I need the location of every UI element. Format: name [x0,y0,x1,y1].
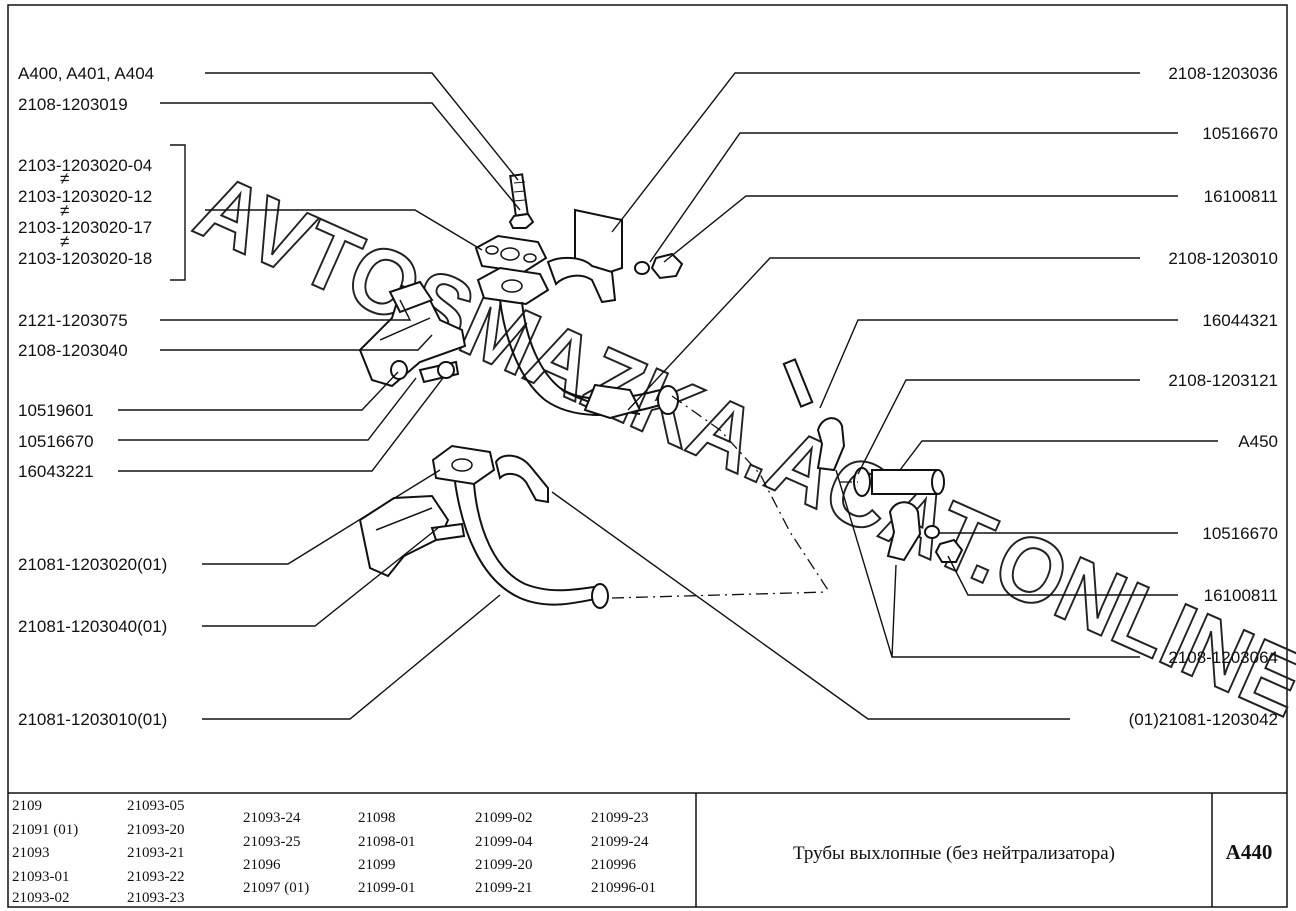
model-cell: 21099-21 [475,880,533,896]
model-cell: 210996 [591,857,637,873]
model-cell: 21093-22 [127,869,185,885]
model-cell: 21099-02 [475,810,533,826]
leader-lines [118,72,1218,720]
label-a400-a401-a404: A400, A401, A404 [18,64,154,83]
model-cell: 21099-20 [475,857,533,873]
neq-sign-1: ≠ [60,169,69,188]
diagram-title: Трубы выхлопные (без нейтрализатора) [793,843,1115,864]
label-10516670-right-top: 10516670 [1202,124,1278,143]
model-cell: 21093-20 [127,822,185,838]
lower-clamp-part [494,454,549,504]
label-2103-1203020-17: 2103-1203020-17 [18,218,152,237]
model-cell: 21096 [243,857,281,873]
model-cell: 21099-01 [358,880,416,896]
model-cell: 21099-04 [475,834,533,850]
rear-exhaust-pipe-part [454,481,609,609]
label-2108-1203121: 2108-1203121 [1168,371,1278,390]
lower-gasket-part [431,444,496,486]
model-cell: 21093-21 [127,845,185,861]
label-a450: A450 [1238,432,1278,451]
label-2108-1203040: 2108-1203040 [18,341,128,360]
model-cell: 21098 [358,810,396,826]
right-callouts: 2108-1203036 10516670 16100811 2108-1203… [1129,64,1278,729]
label-10516670-left: 10516670 [18,432,94,451]
diagram-frame [7,4,1288,908]
label-01-21081-1203042: (01)21081-1203042 [1129,710,1278,729]
label-16044321: 16044321 [1202,311,1278,330]
label-2108-1203064: 2108-1203064 [1168,648,1278,667]
neq-sign-2: ≠ [60,201,69,220]
diagram-code: A440 [1226,840,1273,864]
model-cell: 21093-24 [243,810,301,826]
pipe-bracket-part [546,208,623,304]
model-cell: 21097 (01) [243,880,309,896]
parts-drawing [358,173,964,609]
model-cell: 2109 [12,798,42,814]
model-cell: 21091 (01) [12,822,78,838]
model-cell: 21093-23 [127,890,185,906]
stud-part [508,173,535,229]
engine-bracket-bottom-part [358,494,466,578]
label-2103-1203020-04: 2103-1203020-04 [18,156,152,175]
title-block: 2109 21091 (01) 21093 21093-01 21093-02 … [8,792,1287,907]
label-16100811-top: 16100811 [1204,187,1278,206]
label-21081-1203020-01: 21081-1203020(01) [18,555,167,574]
label-10519601: 10519601 [18,401,94,420]
neq-sign-3: ≠ [60,232,69,251]
label-21081-1203040-01: 21081-1203040(01) [18,617,167,636]
model-cell: 21098-01 [358,834,416,850]
model-cell: 21099-23 [591,810,649,826]
model-cell: 21093-05 [127,798,185,814]
label-2108-1203036: 2108-1203036 [1168,64,1278,83]
left-callouts: A400, A401, A404 2108-1203019 2103-12030… [18,64,167,729]
model-list: 2109 21091 (01) 21093 21093-01 21093-02 … [12,798,656,906]
label-16100811-bottom: 16100811 [1204,586,1278,605]
washer-nut-top-part [634,252,684,280]
engine-bracket-top-part [358,280,467,388]
watermark-text: AVTOSMAZKA.ACAT.ONLINE [182,155,1296,736]
model-cell: 21093-02 [12,890,70,906]
model-cell: 21099-24 [591,834,649,850]
model-cell: 21093-25 [243,834,301,850]
label-2121-1203075: 2121-1203075 [18,311,128,330]
model-cell: 210996-01 [591,880,656,896]
label-2103-1203020-18: 2103-1203020-18 [18,249,152,268]
model-cell: 21093 [12,845,50,861]
label-16043221: 16043221 [18,462,94,481]
label-21081-1203010-01: 21081-1203010(01) [18,710,167,729]
label-10516670-right-bottom: 10516670 [1202,524,1278,543]
label-2103-1203020-12: 2103-1203020-12 [18,187,152,206]
gasket-part [474,234,550,306]
model-cell: 21099 [358,857,396,873]
model-cell: 21093-01 [12,869,70,885]
label-2108-1203010: 2108-1203010 [1168,249,1278,268]
right-clamp-assembly-part [782,358,964,563]
label-2108-1203019: 2108-1203019 [18,95,128,114]
